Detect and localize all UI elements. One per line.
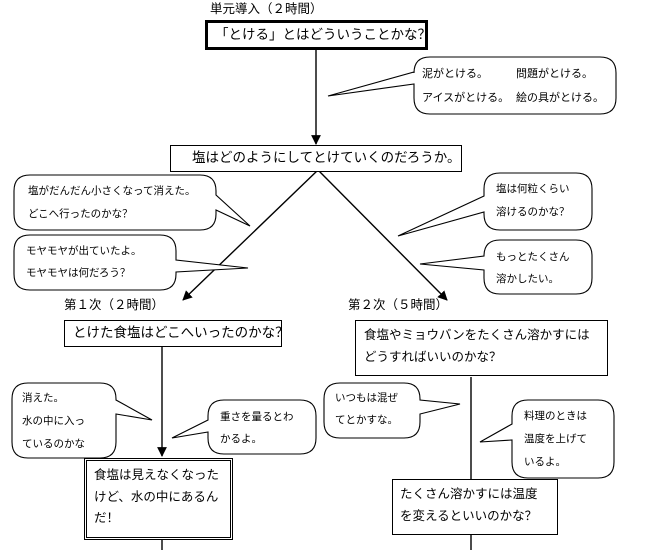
first-speech-a-line-2: 水の中に入っ <box>22 415 85 427</box>
speech-bubble-right-2 <box>419 239 593 295</box>
intro-speech-4: 絵の具がとける。 <box>516 91 604 104</box>
left-speech-1-line-1: 塩がだんだん小さくなって消えた。 <box>28 185 196 197</box>
unit-intro-label: 単元導入（２時間） <box>210 1 323 16</box>
speech-bubble-second-a <box>323 382 461 439</box>
first-conclusion-line-2: けど、水の中にあるん <box>94 488 219 504</box>
main-question: 塩はどのようにしてとけていくのだろうか。 <box>192 150 461 166</box>
second-question-box: 食塩やミョウバンをたくさん溶かすには どうすればいいのかな？ <box>355 320 608 376</box>
speech-bubble-left-2 <box>13 234 249 291</box>
speech-bubble-first-a <box>11 382 153 459</box>
main-question-box: 塩はどのようにしてとけていくのだろうか。 <box>170 145 462 172</box>
right-speech-1-line-2: 溶けるのかな？ <box>496 206 570 218</box>
right-speech-1-line-1: 塩は何粒くらい <box>496 183 570 195</box>
speech-bubble-second-b <box>479 399 615 479</box>
first-speech-b-line-1: 重さを量るとわ <box>220 411 294 423</box>
right-speech-2-line-1: もっとたくさん <box>496 251 570 263</box>
right-speech-2-line-2: 溶かしたい。 <box>496 273 559 285</box>
intro-speech-3: アイスがとける。 <box>422 91 510 104</box>
speech-bubble-right-1 <box>397 172 593 237</box>
unit-intro-question-box: 「とける」とはどういうことかな？ <box>205 20 431 50</box>
intro-speech-2: 問題がとける。 <box>516 67 593 80</box>
left-speech-2-line-2: モヤモヤは何だろう？ <box>26 267 131 279</box>
first-label: 第１次（２時間） <box>64 297 165 312</box>
intro-speech-1: 泥がとける。 <box>422 67 488 80</box>
first-speech-a-line-3: ているのかな <box>22 438 85 450</box>
left-speech-1-line-2: どこへ行ったのかな？ <box>28 208 133 220</box>
first-question-box: とけた食塩はどこへいったのかな？ <box>64 320 289 347</box>
first-question: とけた食塩はどこへいったのかな？ <box>73 325 289 341</box>
unit-intro-question: 「とける」とはどういうことかな？ <box>215 27 431 43</box>
speech-bubble-intro <box>327 56 617 115</box>
second-speech-b-line-3: いるよ。 <box>524 456 566 468</box>
first-conclusion-line-3: だ！ <box>94 510 120 525</box>
second-speech-a-line-2: てとかすな。 <box>335 414 398 426</box>
second-question-line-2: どうすればいいのかな？ <box>364 348 502 364</box>
left-speech-2-line-1: モヤモヤが出ていたよ。 <box>26 245 142 257</box>
first-speech-b-line-2: かるよ。 <box>220 433 262 445</box>
speech-bubble-first-b <box>171 399 317 455</box>
second-label: 第２次（５時間） <box>348 297 449 312</box>
arrow-main-to-first <box>182 169 319 301</box>
first-conclusion-box: 食塩は見えなくなった けど、水の中にあるん だ！ <box>84 458 233 540</box>
arrow-main-to-second <box>317 169 448 301</box>
second-speech-b-line-1: 料理のときは <box>524 410 587 422</box>
first-conclusion-line-1: 食塩は見えなくなった <box>94 467 220 482</box>
second-speech-b-line-2: 温度を上げて <box>524 433 587 445</box>
first-speech-a-line-1: 消えた。 <box>22 392 64 404</box>
second-speech-a-line-1: いつもは混ぜ <box>335 392 398 404</box>
speech-bubble-left-1 <box>13 174 251 231</box>
second-conclusion-line-1: たくさん溶かすには温度 <box>400 486 538 501</box>
second-question-line-1: 食塩やミョウバンをたくさん溶かすには <box>364 327 590 342</box>
second-conclusion-line-2: を変えるといいのかな？ <box>400 507 538 523</box>
second-conclusion-box: たくさん溶かすには温度 を変えるといいのかな？ <box>392 479 558 535</box>
